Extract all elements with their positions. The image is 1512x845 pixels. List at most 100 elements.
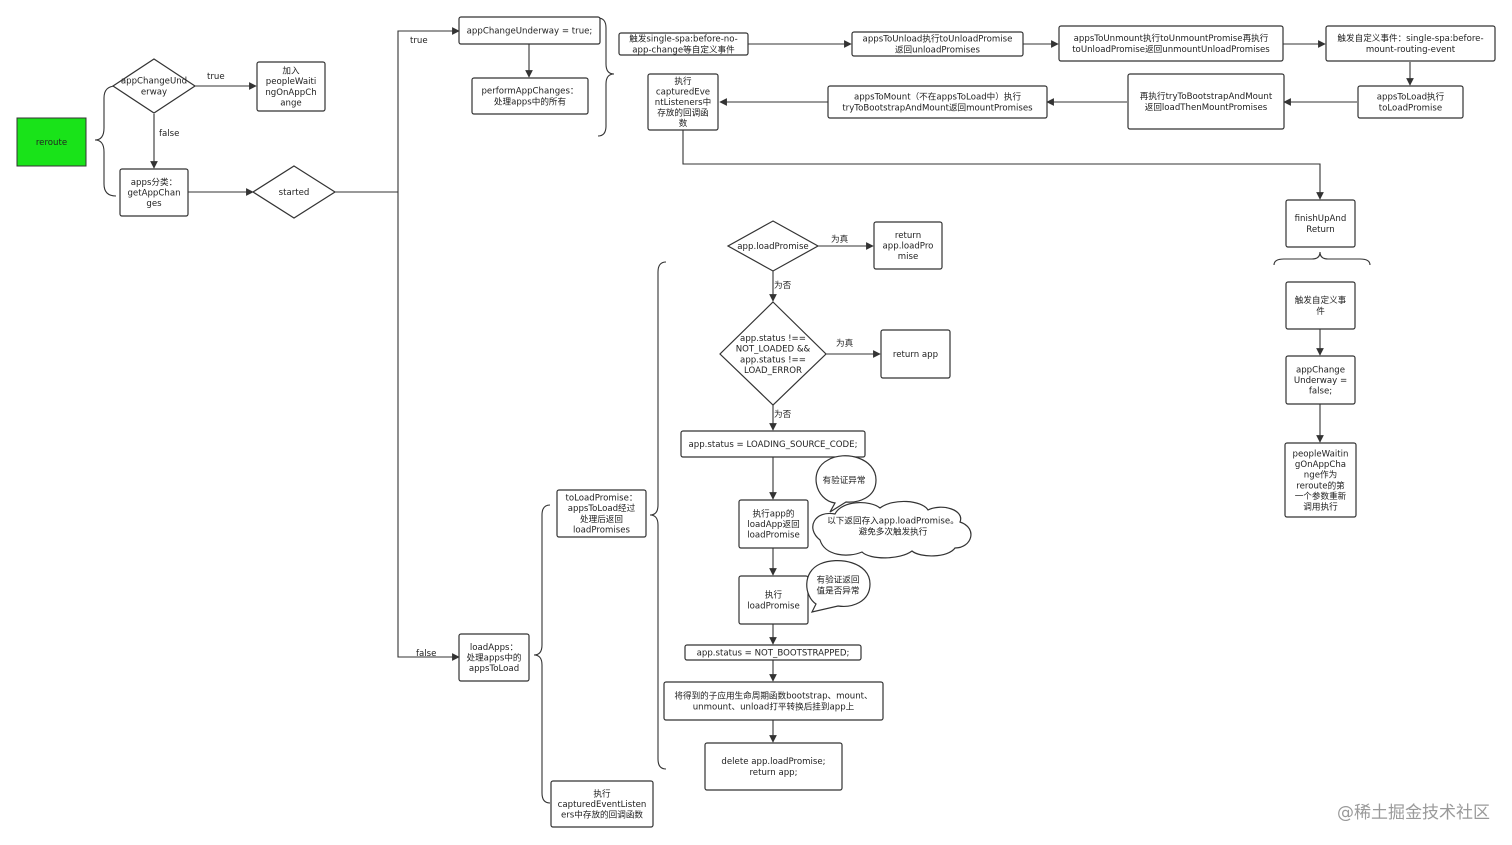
- edge-label-q1-false: false: [159, 129, 179, 139]
- node-before-no-app-change: [618, 32, 749, 56]
- label-before-no-app-change: 触发single-spa:before-no-app-change等自定义事件: [629, 33, 738, 56]
- label-line: 处理apps中的: [466, 652, 521, 664]
- node-captured-listeners-top: [647, 73, 719, 131]
- node-started-decision: [251, 165, 337, 219]
- label-line: ges: [146, 199, 162, 209]
- label-line: apps分类：: [131, 176, 177, 188]
- label-line: app-change等自定义事件: [632, 43, 735, 55]
- label-started: started: [279, 188, 310, 198]
- label-line: capturedEve: [656, 87, 710, 97]
- label-line: app.status = LOADING_SOURCE_CODE;: [689, 440, 858, 450]
- brace-perform: [597, 17, 615, 137]
- label-line: false;: [1309, 387, 1332, 397]
- label-line: loadApps：: [470, 643, 518, 653]
- label-line: appsToLoad执行: [1377, 91, 1445, 103]
- label-perform-app-changes: performAppChanges：处理apps中的所有: [481, 87, 578, 108]
- label-line: reroute的第: [1296, 479, 1345, 491]
- label-line: 处理后返回: [580, 513, 623, 525]
- label-line: performAppChanges：: [481, 87, 578, 97]
- edge-label-branch-false: false: [416, 649, 436, 659]
- label-line: 执行app的: [753, 507, 795, 519]
- label-line: 返回loadThenMountPromises: [1145, 101, 1268, 113]
- label-line: capturedEventListen: [558, 800, 647, 810]
- node-reroute: [16, 117, 87, 167]
- label-line: return: [895, 231, 921, 241]
- label-line: unmount、unload打平转换后挂到app上: [693, 700, 855, 712]
- label-line: 触发自定义事件：single-spa:before-: [1337, 32, 1483, 44]
- node-before-mount-routing: [1325, 25, 1496, 62]
- edge-label-lp-yes: 为真: [831, 233, 849, 245]
- label-reroute: reroute: [36, 138, 67, 148]
- label-load-promise-decision: app.loadPromise: [737, 242, 808, 252]
- label-line: 触发single-spa:before-no-: [629, 33, 738, 45]
- braces: [94, 17, 1371, 804]
- label-before-mount-routing: 触发自定义事件：single-spa:before-mount-routing-…: [1337, 32, 1483, 55]
- label-set-underway-true: appChangeUnderway = true;: [467, 27, 593, 37]
- label-line: loadPromise: [747, 601, 800, 611]
- label-line: 处理apps中的所有: [494, 95, 567, 107]
- edge-label-q1-true: true: [207, 72, 225, 82]
- label-line: 避免多次触发执行: [859, 525, 928, 537]
- label-line: toLoadPromise: [1379, 103, 1442, 113]
- label-line: ngOnAppCh: [265, 88, 316, 98]
- node-set-underway-false: [1285, 355, 1356, 405]
- brace-finish: [1273, 251, 1371, 266]
- label-line: reroute: [36, 138, 67, 148]
- label-line: 再执行tryToBootstrapAndMount: [1140, 90, 1273, 102]
- label-return-bubble: 有验证返回值是否异常: [817, 574, 860, 597]
- label-line: loadPromises: [573, 525, 631, 535]
- node-load-apps: [458, 633, 530, 682]
- label-line: ers中存放的回调函数: [561, 809, 643, 821]
- label-line: appChangeUnd: [121, 77, 187, 87]
- node-unmount-apps: [1058, 25, 1284, 62]
- edge-captured-finish: [682, 130, 1324, 200]
- label-line: 返回unloadPromises: [895, 43, 981, 55]
- label-line: app.loadPro: [883, 242, 934, 252]
- label-line: appChangeUnderway = true;: [467, 27, 593, 37]
- label-line: appsToUnmount执行toUnmountPromise再执行: [1074, 32, 1269, 44]
- node-unload-apps: [851, 31, 1024, 57]
- label-line: appsToLoad经过: [568, 502, 636, 514]
- edge-label-status-no: 为否: [774, 408, 792, 420]
- node-exec-load-app: [738, 499, 809, 549]
- label-line: 调用执行: [1303, 501, 1338, 513]
- label-line: 以下返回存入app.loadPromise。: [827, 515, 959, 527]
- callout-return-bubble: [806, 560, 871, 613]
- label-status-decision: app.status !==NOT_LOADED &&app.status !=…: [736, 334, 811, 376]
- node-add-waiting: [256, 61, 326, 112]
- label-line: gOnAppCha: [1295, 460, 1346, 470]
- node-return-load-promise: [873, 221, 943, 270]
- label-line: tryToBootstrapAndMount返回mountPromises: [842, 101, 1033, 113]
- node-bootstrap-mount: [1127, 73, 1285, 130]
- callout-validate-bubble: [815, 455, 877, 513]
- label-cloud-note: 以下返回存入app.loadPromise。避免多次触发执行: [827, 515, 959, 538]
- node-custom-event: [1285, 281, 1356, 330]
- label-line: started: [279, 188, 310, 198]
- label-line: 将得到的子应用生命周期函数bootstrap、mount、: [674, 690, 872, 702]
- edge-label-status-yes: 为真: [836, 337, 854, 349]
- label-line: ange: [280, 98, 301, 108]
- label-line: nge作为: [1304, 469, 1337, 481]
- node-status-decision: [719, 301, 827, 406]
- label-line: 存放的回调函: [657, 107, 709, 119]
- label-line: getAppChan: [127, 189, 180, 199]
- node-exec-load-promise: [738, 575, 809, 625]
- node-delete-promise: [704, 742, 843, 791]
- label-set-loading: app.status = LOADING_SOURCE_CODE;: [689, 440, 858, 450]
- label-line: app.status = NOT_BOOTSTRAPPED;: [697, 649, 850, 659]
- edge-branch-false: [397, 192, 460, 661]
- brace-toloadpromise: [649, 261, 667, 770]
